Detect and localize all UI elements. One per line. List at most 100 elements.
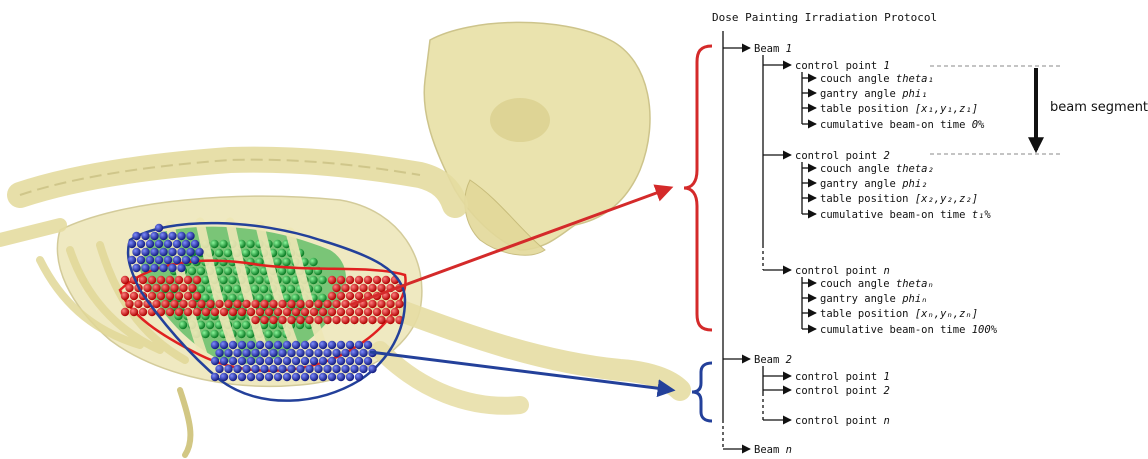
red-sphere bbox=[382, 308, 390, 316]
blue-sphere bbox=[314, 365, 322, 373]
blue-sphere bbox=[247, 341, 255, 349]
blue-sphere bbox=[141, 232, 149, 240]
cpn-label: control point n bbox=[795, 265, 890, 277]
blue-sphere bbox=[150, 264, 158, 272]
blue-sphere bbox=[233, 349, 241, 357]
red-sphere bbox=[134, 300, 142, 308]
beam2-label: Beam 2 bbox=[754, 354, 792, 366]
blue-sphere bbox=[260, 349, 268, 357]
red-sphere bbox=[188, 284, 196, 292]
blue-sphere bbox=[319, 357, 327, 365]
red-sphere bbox=[283, 308, 291, 316]
blue-sphere bbox=[341, 349, 349, 357]
red-sphere bbox=[386, 300, 394, 308]
red-sphere bbox=[287, 300, 295, 308]
red-sphere bbox=[373, 308, 381, 316]
green-sphere bbox=[219, 240, 227, 248]
green-sphere bbox=[210, 330, 218, 338]
red-sphere bbox=[296, 300, 304, 308]
green-sphere bbox=[224, 285, 232, 293]
beam1-label: Beam 1 bbox=[754, 43, 792, 55]
red-sphere bbox=[224, 300, 232, 308]
blue-sphere bbox=[177, 232, 185, 240]
green-sphere bbox=[215, 249, 223, 257]
blue-sphere bbox=[229, 373, 237, 381]
blue-sphere bbox=[301, 357, 309, 365]
red-sphere bbox=[341, 300, 349, 308]
blue-sphere bbox=[132, 232, 140, 240]
red-sphere bbox=[170, 300, 178, 308]
red-sphere bbox=[233, 300, 241, 308]
blue-sphere bbox=[132, 264, 140, 272]
red-sphere bbox=[359, 316, 367, 324]
blue-sphere bbox=[278, 365, 286, 373]
skull-eye-socket bbox=[490, 98, 550, 142]
blue-sphere bbox=[332, 349, 340, 357]
blue-sphere bbox=[301, 341, 309, 349]
blue-sphere bbox=[238, 357, 246, 365]
blue-sphere bbox=[238, 373, 246, 381]
red-sphere bbox=[251, 300, 259, 308]
red-sphere bbox=[305, 316, 313, 324]
blue-sphere bbox=[287, 349, 295, 357]
red-sphere bbox=[373, 276, 381, 284]
blue-sphere bbox=[177, 264, 185, 272]
red-sphere bbox=[166, 292, 174, 300]
green-sphere bbox=[251, 285, 259, 293]
beam2-cp1-label: control point 1 bbox=[795, 371, 890, 383]
blue-sphere bbox=[242, 349, 250, 357]
green-sphere bbox=[246, 240, 254, 248]
red-sphere bbox=[238, 308, 246, 316]
green-sphere bbox=[273, 330, 281, 338]
green-sphere bbox=[314, 285, 322, 293]
green-sphere bbox=[201, 330, 209, 338]
blue-sphere bbox=[265, 357, 273, 365]
red-sphere bbox=[359, 284, 367, 292]
blue-sphere bbox=[182, 240, 190, 248]
red-sphere bbox=[202, 308, 210, 316]
red-sphere bbox=[247, 308, 255, 316]
red-sphere bbox=[346, 308, 354, 316]
red-sphere bbox=[323, 316, 331, 324]
red-sphere bbox=[314, 316, 322, 324]
green-sphere bbox=[309, 276, 317, 284]
red-sphere bbox=[152, 300, 160, 308]
blue-sphere bbox=[128, 256, 136, 264]
blue-sphere bbox=[346, 341, 354, 349]
red-sphere bbox=[193, 292, 201, 300]
cpn-gantry: gantry angle phiₙ bbox=[820, 293, 927, 305]
beamn-label: Beam n bbox=[754, 444, 792, 456]
blue-sphere bbox=[215, 349, 223, 357]
blue-sphere bbox=[283, 357, 291, 365]
blue-sphere bbox=[341, 365, 349, 373]
red-sphere bbox=[130, 308, 138, 316]
blue-sphere bbox=[220, 357, 228, 365]
beam2-cpn-label: control point n bbox=[795, 415, 890, 427]
blue-sphere bbox=[146, 256, 154, 264]
blue-sphere bbox=[328, 373, 336, 381]
red-sphere bbox=[184, 308, 192, 316]
green-sphere bbox=[237, 330, 245, 338]
blue-sphere bbox=[296, 349, 304, 357]
green-sphere bbox=[233, 285, 241, 293]
beam-segment-label: beam segment bbox=[1050, 100, 1148, 115]
red-sphere bbox=[337, 276, 345, 284]
red-sphere bbox=[125, 300, 133, 308]
blue-sphere bbox=[364, 357, 372, 365]
red-sphere bbox=[328, 292, 336, 300]
red-sphere bbox=[386, 316, 394, 324]
blue-sphere bbox=[195, 248, 203, 256]
green-sphere bbox=[260, 285, 268, 293]
red-sphere bbox=[166, 276, 174, 284]
blue-sphere bbox=[182, 256, 190, 264]
blue-sphere bbox=[155, 224, 163, 232]
blue-sphere bbox=[283, 341, 291, 349]
red-sphere bbox=[296, 316, 304, 324]
blue-sphere bbox=[168, 264, 176, 272]
green-sphere bbox=[188, 267, 196, 275]
blue-sphere bbox=[269, 349, 277, 357]
blue-sphere bbox=[186, 248, 194, 256]
red-sphere bbox=[346, 276, 354, 284]
blue-sphere bbox=[150, 248, 158, 256]
red-sphere bbox=[355, 308, 363, 316]
